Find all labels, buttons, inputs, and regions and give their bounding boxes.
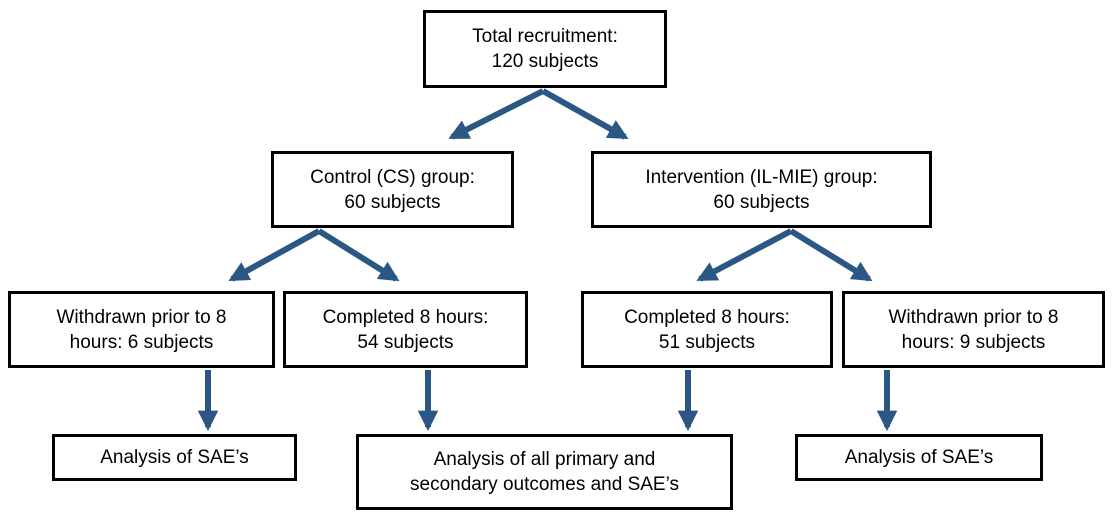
- node-intervention-group-label: Intervention (IL-MIE) group: 60 subjects: [645, 166, 878, 213]
- arrow-intervention-to-withdrawn: [789, 228, 873, 282]
- node-total-recruitment-label: Total recruitment: 120 subjects: [472, 26, 618, 72]
- node-analysis-sae-intervention: Analysis of SAE’s: [795, 434, 1043, 481]
- node-completed-control: Completed 8 hours: 54 subjects: [283, 291, 528, 368]
- node-control-group-label: Control (CS) group: 60 subjects: [310, 166, 475, 213]
- node-analysis-sae-control-label: Analysis of SAE’s: [100, 447, 249, 468]
- node-completed-control-label: Completed 8 hours: 54 subjects: [322, 306, 489, 353]
- node-analysis-sae-intervention-label: Analysis of SAE’s: [844, 447, 994, 468]
- arrow-total-to-control: [448, 88, 545, 140]
- node-withdrawn-intervention: Withdrawn prior to 8 hours: 9 subjects: [842, 291, 1105, 368]
- node-withdrawn-control-label: Withdrawn prior to 8 hours: 6 subjects: [56, 306, 227, 353]
- node-withdrawn-control: Withdrawn prior to 8 hours: 6 subjects: [8, 291, 275, 368]
- arrow-control-to-completed: [317, 228, 400, 282]
- node-analysis-sae-control: Analysis of SAE’s: [52, 434, 297, 481]
- node-analysis-primary-secondary-label: Analysis of all primary and secondary ou…: [410, 449, 679, 495]
- node-completed-intervention-label: Completed 8 hours: 51 subjects: [624, 306, 790, 353]
- node-control-group: Control (CS) group: 60 subjects: [271, 151, 514, 228]
- arrow-total-to-intervention: [541, 88, 629, 140]
- arrow-control-to-withdrawn: [228, 228, 321, 282]
- node-analysis-primary-secondary: Analysis of all primary and secondary ou…: [356, 434, 733, 510]
- arrow-intervention-to-completed: [696, 228, 793, 282]
- node-completed-intervention: Completed 8 hours: 51 subjects: [581, 291, 833, 368]
- node-total-recruitment: Total recruitment: 120 subjects: [423, 10, 667, 88]
- node-intervention-group: Intervention (IL-MIE) group: 60 subjects: [591, 151, 932, 228]
- node-withdrawn-intervention-label: Withdrawn prior to 8 hours: 9 subjects: [888, 306, 1059, 353]
